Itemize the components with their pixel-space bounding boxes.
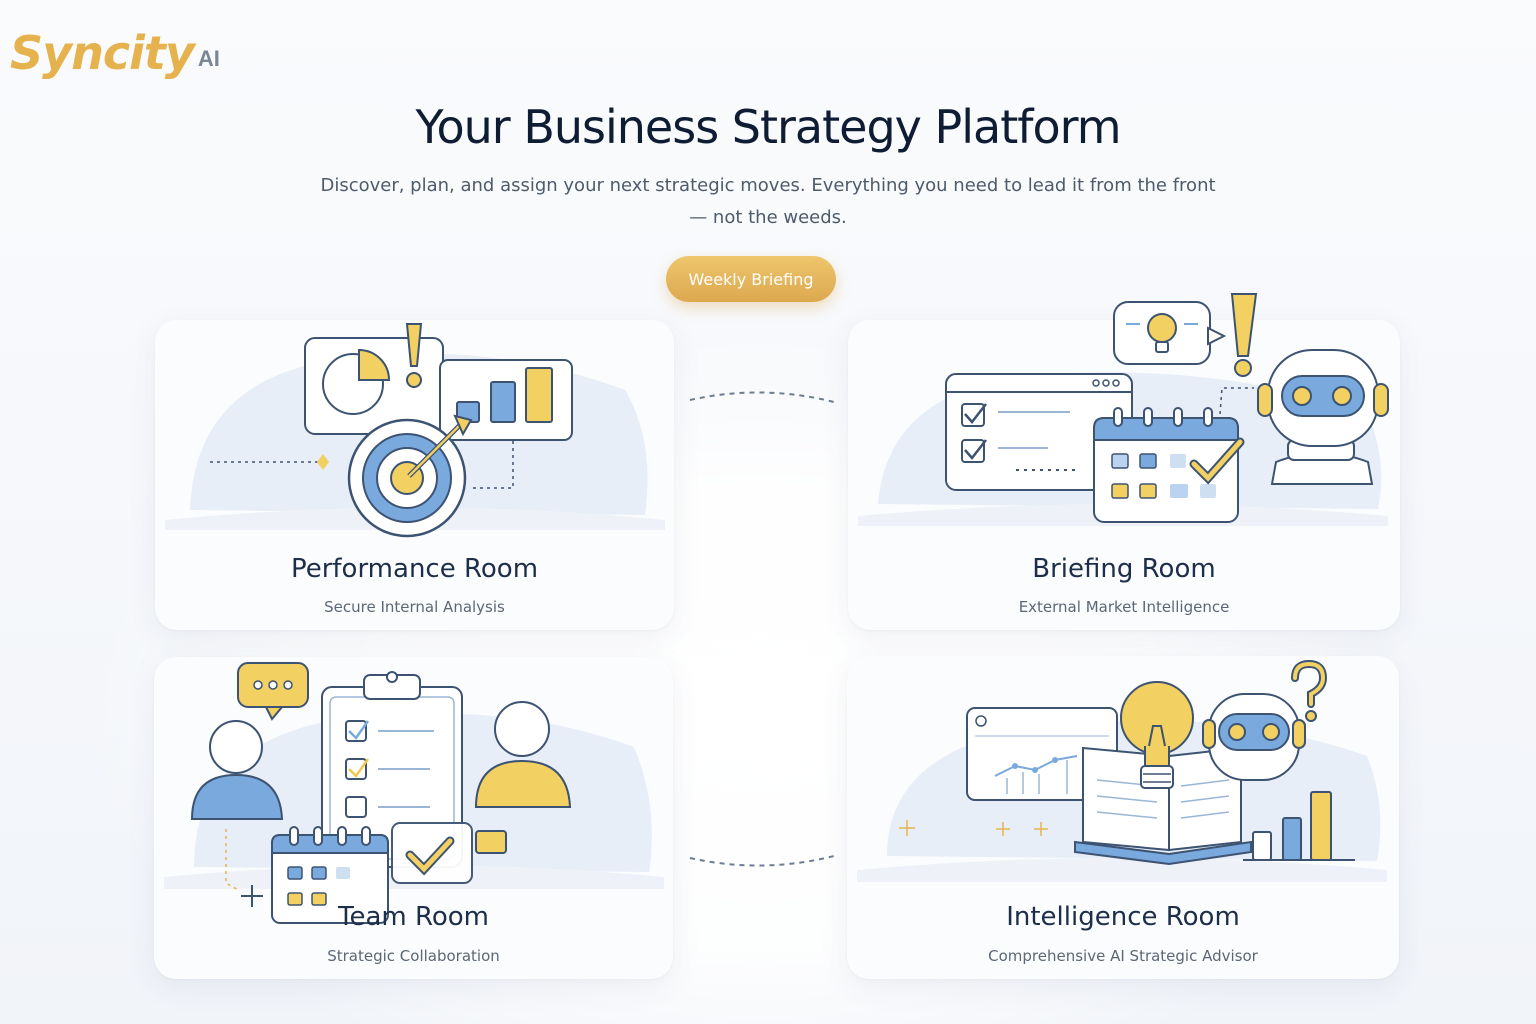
pie-chart-icon xyxy=(304,337,444,435)
lightbulb-icon xyxy=(1120,681,1194,789)
room-card-team[interactable]: Team Room Strategic Collaboration xyxy=(154,657,673,979)
intelligence-illustration xyxy=(857,659,1387,882)
brand-name: Syncity xyxy=(10,26,195,80)
briefing-illustration xyxy=(858,293,1389,526)
exclamation-icon xyxy=(405,323,423,388)
page-subtitle: Discover, plan, and assign your next str… xyxy=(320,175,1216,228)
room-card-briefing[interactable]: Briefing Room External Market Intelligen… xyxy=(848,293,1400,630)
room-subtitle: External Market Intelligence xyxy=(1018,598,1230,616)
clipboard-icon xyxy=(321,671,463,868)
connector-bottom xyxy=(689,855,835,867)
room-subtitle: Secure Internal Analysis xyxy=(324,598,505,616)
room-subtitle: Strategic Collaboration xyxy=(327,947,500,965)
room-card-performance[interactable]: Performance Room Secure Internal Analysi… xyxy=(155,320,674,630)
lightbulb-bubble-icon xyxy=(1113,301,1227,365)
room-title: Intelligence Room xyxy=(1006,902,1240,932)
sparkle-icon xyxy=(899,820,1048,836)
target-icon xyxy=(347,414,473,538)
brand-logo[interactable]: Syncity AI xyxy=(10,30,220,76)
calendar-icon xyxy=(1093,407,1245,523)
question-mark-icon xyxy=(1291,659,1328,722)
plus-icon xyxy=(241,885,263,907)
chat-bubble-icon xyxy=(237,662,309,721)
exclamation-icon xyxy=(1230,293,1258,377)
person-icon-right xyxy=(474,701,572,808)
robot-icon xyxy=(1202,693,1306,781)
weekly-briefing-button[interactable]: Weekly Briefing xyxy=(666,256,836,302)
performance-illustration xyxy=(165,323,665,538)
room-title: Team Room xyxy=(337,902,490,932)
room-title: Performance Room xyxy=(290,554,539,584)
connector-top xyxy=(689,391,835,403)
brand-suffix: AI xyxy=(197,46,220,71)
room-card-intelligence[interactable]: Intelligence Room Comprehensive AI Strat… xyxy=(847,656,1399,979)
team-illustration xyxy=(164,662,664,924)
bar-chart-icon xyxy=(1243,791,1355,861)
room-subtitle: Comprehensive AI Strategic Advisor xyxy=(988,947,1258,965)
person-icon-left xyxy=(190,720,284,820)
room-title: Briefing Room xyxy=(1032,554,1216,584)
robot-icon xyxy=(1219,349,1389,485)
approved-document-icon xyxy=(391,822,507,884)
calendar-icon xyxy=(271,826,389,924)
bar-chart-icon xyxy=(439,359,573,441)
page-title: Your Business Strategy Platform xyxy=(415,100,1122,154)
